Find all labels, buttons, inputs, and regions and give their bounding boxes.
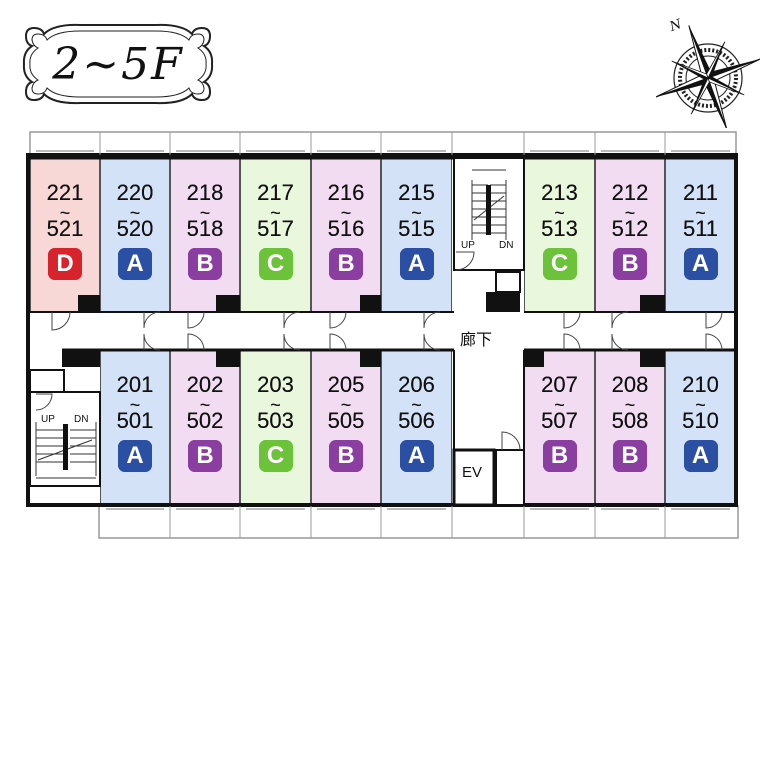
room-number-high: 507 [541,408,578,433]
room-range-tilde: ~ [129,395,141,415]
room-number-high: 511 [682,216,719,241]
room-range-tilde: ~ [59,203,71,223]
room-number-low: 210 [682,372,719,397]
unit-type-badge: B [613,440,647,472]
room-number-high: 503 [257,408,294,433]
room-number-low: 221 [46,180,84,205]
room-number-high: 512 [611,216,649,241]
room-number-high: 517 [257,216,294,241]
room-number-low: 213 [541,180,578,205]
unit-type-badge: B [329,248,363,280]
compass-north-label: N [667,17,684,36]
room-number-high: 520 [116,216,154,241]
unit-type-badge: A [683,248,718,280]
stair-top-up-label: UP [461,240,475,251]
unit-type-badge: A [118,440,152,472]
unit-type-badge: C [258,440,293,472]
unit-type-badge: B [329,440,363,472]
room-number-low: 205 [327,372,365,397]
room-number-high: 518 [186,216,224,241]
title-frame [22,23,214,105]
unit-type-badge: A [399,248,434,280]
room-number-high: 501 [116,408,154,433]
room-number-high: 513 [541,216,578,241]
room-number-high: 516 [327,216,365,241]
unit-type-badge: A [118,248,152,280]
room-number-low: 211 [682,180,719,205]
room-number-low: 206 [398,372,435,397]
room-range-tilde: ~ [199,203,211,223]
room-number-low: 201 [116,372,154,397]
room-number-low: 203 [257,372,294,397]
room-number-low: 208 [611,372,649,397]
unit-type-badge: B [188,248,222,280]
unit-type-badge: C [542,248,577,280]
room-range-tilde: ~ [199,395,211,415]
room-number-high: 505 [327,408,365,433]
room-range-tilde: ~ [340,203,352,223]
room-range-tilde: ~ [624,203,636,223]
room-range-tilde: ~ [695,395,706,415]
corridor-label: 廊下 [460,330,493,349]
room-number-high: 515 [398,216,435,241]
room-number-low: 215 [398,180,435,205]
room-range-tilde: ~ [340,395,352,415]
unit-type-badge: B [613,248,647,280]
room-number-high: 508 [611,408,649,433]
room-range-tilde: ~ [411,203,422,223]
room-number-low: 220 [116,180,154,205]
room-number-low: 218 [186,180,224,205]
stair-top-down-label: DN [499,240,514,251]
floor-title: 2~5F [52,38,184,90]
room-range-tilde: ~ [554,395,565,415]
unit-type-badge: A [683,440,718,472]
unit-type-badge: C [258,248,293,280]
room-number-high: 521 [46,216,84,241]
room-number-high: 510 [682,408,719,433]
unit-type-badge: B [188,440,222,472]
room-range-tilde: ~ [695,203,706,223]
unit-type-badge: B [542,440,577,472]
unit-type-badge: D [48,248,82,280]
room-range-tilde: ~ [270,395,281,415]
room-number-low: 202 [186,372,224,397]
room-range-tilde: ~ [270,203,281,223]
stair-bottom-up-label: UP [41,414,55,425]
room-number-low: 217 [257,180,294,205]
unit-type-badge: A [399,440,434,472]
room-number-high: 506 [398,408,435,433]
room-number-low: 212 [611,180,649,205]
room-number-low: 216 [327,180,365,205]
room-range-tilde: ~ [554,203,565,223]
room-range-tilde: ~ [411,395,422,415]
room-range-tilde: ~ [129,203,141,223]
room-range-tilde: ~ [624,395,636,415]
compass-icon: N [656,17,760,128]
room-number-low: 207 [541,372,578,397]
elevator-label: EV [462,464,483,481]
room-number-high: 502 [186,408,224,433]
stair-bottom-down-label: DN [74,414,89,425]
